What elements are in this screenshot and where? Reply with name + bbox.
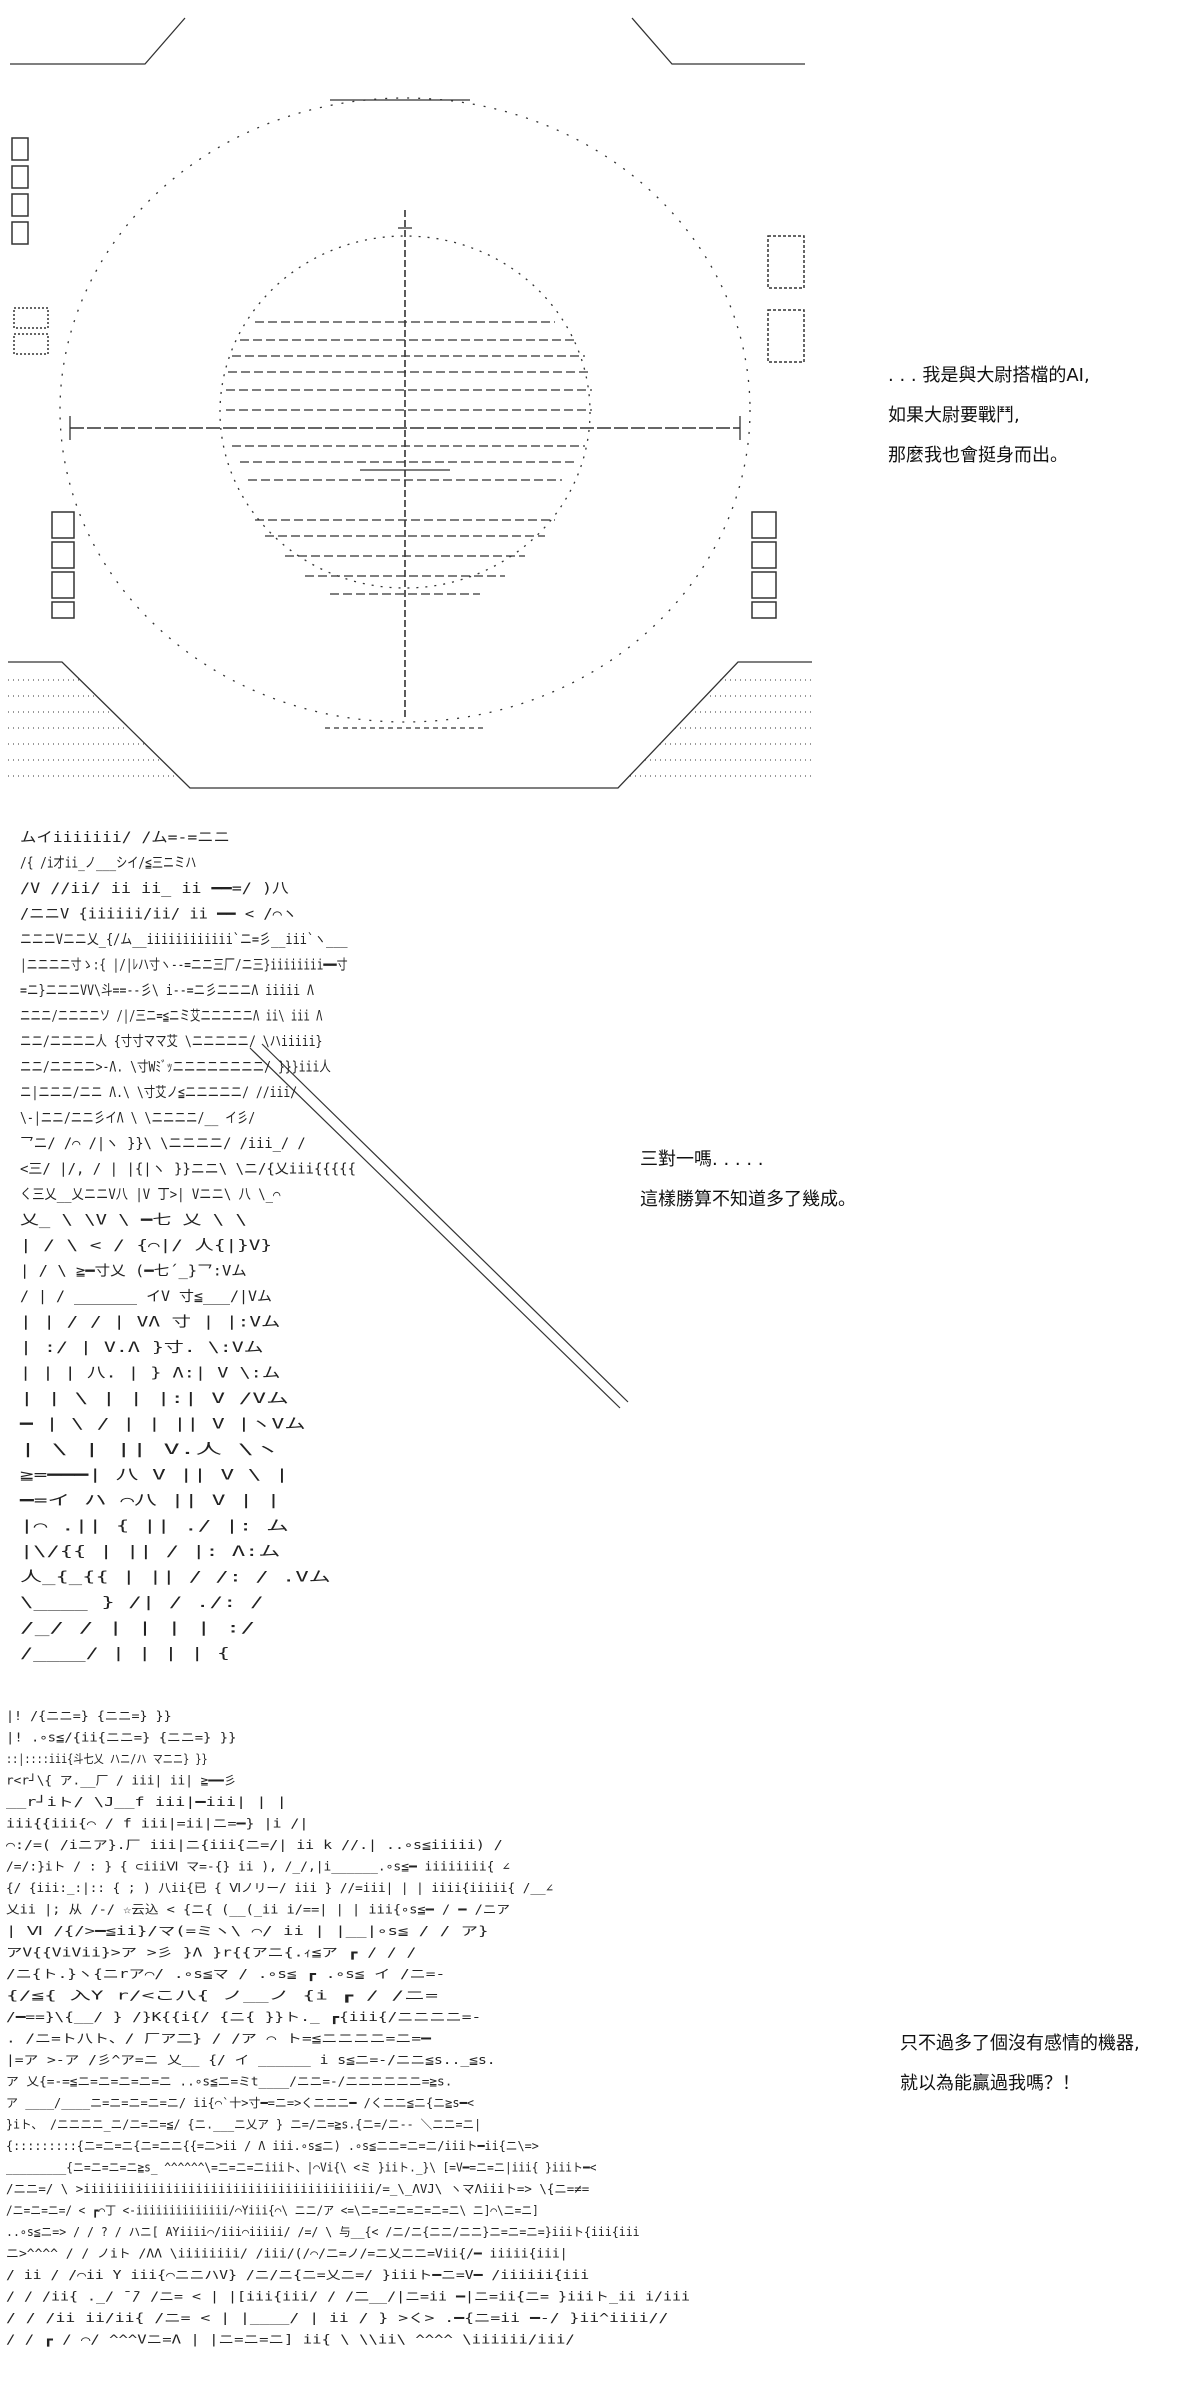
art-line: / / ┏ / ⌒/ ^^^Vニ=Λ | |ニ=ニ=ニ] ii{ \ \\ii\… (6, 2333, 575, 2348)
art-line: . /ニ=ト八ト、/ 厂ア二} / /ア ⌒ ト=≦ニニニニ=ニ=━ (6, 2032, 432, 2046)
art-line: __r┘iト/ \J__f iii|━iii| | | (6, 1794, 287, 1809)
art-line: ≧=━━━| 八 V || V \ | (20, 1468, 289, 1484)
art-line: ニ>^^^^ / / ノiト /ΛΛ \iiiiiiii/ /iii/(/⌒/ニ… (6, 2247, 568, 2261)
hud-crosshair-ticks (69, 99, 741, 729)
art-line: ア 乂{=-=≦ニ=ニ=ニ=ニ=ニ ..∘s≦ニ=ミt____/ニニ=-/ニニニ… (6, 2075, 452, 2089)
caption-ai-partner: . . . 我是與大尉搭檔的AI, 如果大尉要戰鬥, 那麼我也會挺身而出。 (888, 356, 1090, 476)
art-line: ムイiiiiiii/ /ム=-=ニニ (20, 830, 230, 846)
art-line: /ニニ=/ \ >iiiiiiiiiiiiiiiiiiiiiiiiiiiiiii… (6, 2182, 589, 2196)
art-line: =ニ}ニニニVV\斗==--彡\ i--=ニ彡ニニニΛ iiiii Λ (20, 983, 314, 999)
art-line: ニニニ/ニニニニソ /|/三ニ=≦ニミ艾ニニニニニΛ ii\ iii Λ (20, 1009, 323, 1025)
art-line: /____/ | | | | { (20, 1646, 230, 1662)
art-line: |=ア >-ア /彡^ア=ニ 乂__ {/ イ ______ i s≦ニ=-/ニ… (6, 2053, 496, 2067)
hud-bottom-dotted-right (630, 679, 812, 777)
hud-right-markers (751, 235, 805, 619)
art-line: \-|ニニ/ニニ彡イΛ \ \ニニニニ/__ イ彡/ (20, 1111, 255, 1127)
caption-line: 這樣勝算不知道多了幾成。 (640, 1189, 856, 1210)
art-line: ア ____/____ニ=ニ=ニ=ニ=ニ/ ii{⌒`十>寸━=ニ=>くニニニ━… (6, 2096, 474, 2110)
art-line: 乛ニ/ /⌒ /|ヽ }}\ \ニニニニ/ /iii_/ / (20, 1136, 306, 1152)
art-line: ニニ/ニニニニ人 {寸寸ママ艾 \ニニニニニ/ \ハiiiii} (20, 1034, 322, 1050)
art-line: {:::::::::{ニ=ニ=ニ{ニ=ニニ{{=ニ>ii / Λ iii.∘s≦… (6, 2139, 539, 2153)
sword-blade (249, 1047, 621, 1409)
art-line: /_/ / | | | | :/ (20, 1621, 255, 1637)
hud-top-left-bracket (10, 17, 186, 65)
hud-planet-bands (226, 321, 592, 595)
art-line: /ニ=ニ=ニ=/ < ┏⌒丁 <-iiiiiiiiiiiiii/⌒Yiii{⌒\… (6, 2204, 539, 2219)
art-line: /ニ{ト.}ヽ{ニrア⌒/ .∘s≦マ / .∘s≦ ┏ .∘s≦ イ /ニ=- (6, 1967, 445, 1982)
art-line: ニニニVニニ乂_{/ム__iiiiiiiiiiii`ニ=彡__iii`ヽ___ (20, 932, 348, 948)
art-line: | \ | || V.人 \ヽ (20, 1442, 280, 1458)
art-line: \____ } /| / ./: / (20, 1595, 264, 1611)
art-line: ::|::::iii{斗七乂 ハニ/ハ マニニ} }} (6, 1752, 208, 1766)
caption-line: 那麼我也會挺身而出。 (888, 445, 1068, 466)
art-line: | :/ | V.Λ }寸. \:Vム (20, 1340, 264, 1356)
art-line: /V //ii/ ii ii_ ii ━━=/ )八 (20, 881, 289, 897)
mech-ascii-art: |! /{ニニ=} {ニニ=} }} |! .∘s≦/{ii{ニニ=} {ニニ=}… (6, 1709, 690, 2348)
art-line: | / \ < / {⌒|/ 人{|}V} (20, 1238, 272, 1254)
hud-outer-ring (59, 97, 751, 723)
caption-three-on-one: 三對一嗎. . . . . 這樣勝算不知道多了幾成。 (640, 1140, 856, 1220)
caption-line: 如果大尉要戰鬥, (888, 405, 1020, 426)
art-line: {/≦{ 入Y r/<こ八{ ノ__ノ {i ┏ / /ニ= (6, 1989, 438, 2004)
art-line: /ニニV {iiiiii/ii/ ii ━━ < /⌒ヽ (20, 907, 297, 923)
art-line: / / /ii ii/ii{ /ニ= < | |____/ | ii / } >… (6, 2311, 668, 2325)
art-line: | Ⅵ /{/>━≦ii}/マ(=ミヽ\ ⌒/ ii | |__|∘s≦ / /… (6, 1924, 488, 1938)
art-line: iii{{iii{⌒ / f iii|=ii|ニ=━} |i /| (6, 1817, 308, 1831)
art-line: く三乂__乂ニニV八 |V 丁>| Vニニ\ 八 \_⌒ (20, 1187, 281, 1203)
figure-art-panel: ムイiiiiiii/ /ム=-=ニニ /{ /i才ii_ノ___シイ/≦三ニミハ /… (0, 818, 650, 1688)
art-line: | | \ | | |:| V /Vム (20, 1391, 289, 1407)
hud-bottom-frame (8, 661, 812, 789)
art-line: | | / / | VΛ 寸 | |:Vム (20, 1315, 280, 1331)
art-line: アV{{ViVii}>ア >彡 }Λ }r{{アニ{.ｨ≦ア ┏ / / / (6, 1946, 416, 1961)
art-line: |! /{ニニ=} {ニニ=} }} (6, 1709, 172, 1723)
hud-left-markers (11, 137, 75, 619)
art-line: / ii / /⌒ii Y iii{⌒ニニハV} /ニ/ニ{ニ=乂ニ=/ }ii… (6, 2268, 589, 2282)
art-line: / / /ii{ ._/ ̄ ̄/ /ニ= < | |[iii{iii/ / /… (6, 2290, 690, 2304)
art-line: | | | 八. | } Λ:| V \:ム (20, 1366, 280, 1382)
art-line: 人_{_{{ | || / /: / .Vム (20, 1570, 331, 1586)
caption-line: 就以為能贏過我嗎？！ (900, 2073, 1080, 2094)
art-line: 乂_ \ \V \ ━七 乂 \ \ (20, 1213, 247, 1229)
art-line: |\/{{ | || / |: Λ:ム (20, 1544, 280, 1560)
art-line: ⌒:/=( /iニア}.厂 iii|ニ{iii{ニ=/| ii k //.| .… (6, 1838, 503, 1852)
art-line: ━ | \ / | | || V |ヽVム (18, 1417, 305, 1433)
art-line: r<r┘\{ ア.__厂 / iii| ii| ≧━━彡 (6, 1773, 236, 1788)
art-line: /=/:}iト / : } { ⊂iiiⅥ マ=-{} ii ), /_/,|i… (6, 1860, 510, 1874)
art-line: 乂ii |; 从 /-/ ☆云込 < {ニ{ (__(_ii i/==| | |… (6, 1903, 510, 1917)
art-line: ━=イ ハ ⌒八 || V | | (18, 1493, 280, 1509)
hud-scope-art (8, 17, 812, 789)
art-line: _________{ニ=ニ=ニ=ニ≧s_ ^^^^^^\=ニ=ニ=ニiiiト、|… (6, 2161, 596, 2175)
art-line: <三/ |/, / | |{|ヽ }}ニニ\ \ニ/{乂iii{{{{{ (20, 1162, 356, 1178)
art-line: ニ|ニニニ/ニニ Λ.\ \寸艾ノ≦ニニニニニ/ //iii/ (20, 1085, 297, 1101)
art-line: }iト、 /ニニニニ_ニ/ニ=ニ=≦/ {ニ.___ニ乂ア } ニ=/ニ=≧s.… (6, 2118, 481, 2132)
art-line: /━==}\{__/ } /}K{{i{/ {ニ{ }}ト._ ┏{iii{/ニ… (6, 2010, 481, 2025)
art-line: | / \ ≧━寸乂 (━七´_}乛:Vム (20, 1264, 247, 1280)
art-line: / | / _______ イV 寸≦___/|Vム (20, 1289, 272, 1305)
art-line: |ニニニニ寸ゝ:{ |/|ﾚハ寸ヽ--=ニニ三厂/ニ三}iiiiiiii━━寸 (20, 958, 348, 974)
hud-top-right-bracket (631, 17, 805, 65)
art-line: ..∘s≦ニ=> / / ? / ハニ[ AYiiii⌒/iii⌒iiiii/ … (6, 2225, 640, 2239)
hud-inner-sphere (219, 235, 591, 589)
caption-line: . . . 我是與大尉搭檔的AI, (888, 365, 1090, 386)
hud-art-panel (0, 0, 820, 800)
art-line: {/ {iii:_:|:: { ; ) 八ii{已 { Ⅵノリー/ iii } … (6, 1881, 553, 1895)
sword-blade-edge (261, 1043, 629, 1403)
art-line: /{ /i才ii_ノ___シイ/≦三ニミハ (20, 856, 196, 872)
figure-ascii-art: ムイiiiiiii/ /ム=-=ニニ /{ /i才ii_ノ___シイ/≦三ニミハ /… (18, 830, 629, 1662)
caption-line: 只不過多了個沒有感情的機器, (900, 2033, 1140, 2054)
caption-line: 三對一嗎. . . . . (640, 1149, 764, 1170)
art-line: |! .∘s≦/{ii{ニニ=} {ニニ=} }} (6, 1731, 236, 1745)
mech-art-panel: |! /{ニニ=} {ニニ=} }} |! .∘s≦/{ii{ニニ=} {ニニ=}… (0, 1700, 820, 2380)
art-line: |⌒ .|| { || ./ |: ム (20, 1519, 289, 1535)
caption-emotionless-machine: 只不過多了個沒有感情的機器, 就以為能贏過我嗎？！ (900, 2024, 1140, 2104)
art-line: ニニ/ニニニニ>-Λ. \寸Wﾐﾞｯニニニニニニニニ/ }}}iii人 (20, 1060, 331, 1076)
hud-bottom-dotted-left (8, 679, 176, 777)
